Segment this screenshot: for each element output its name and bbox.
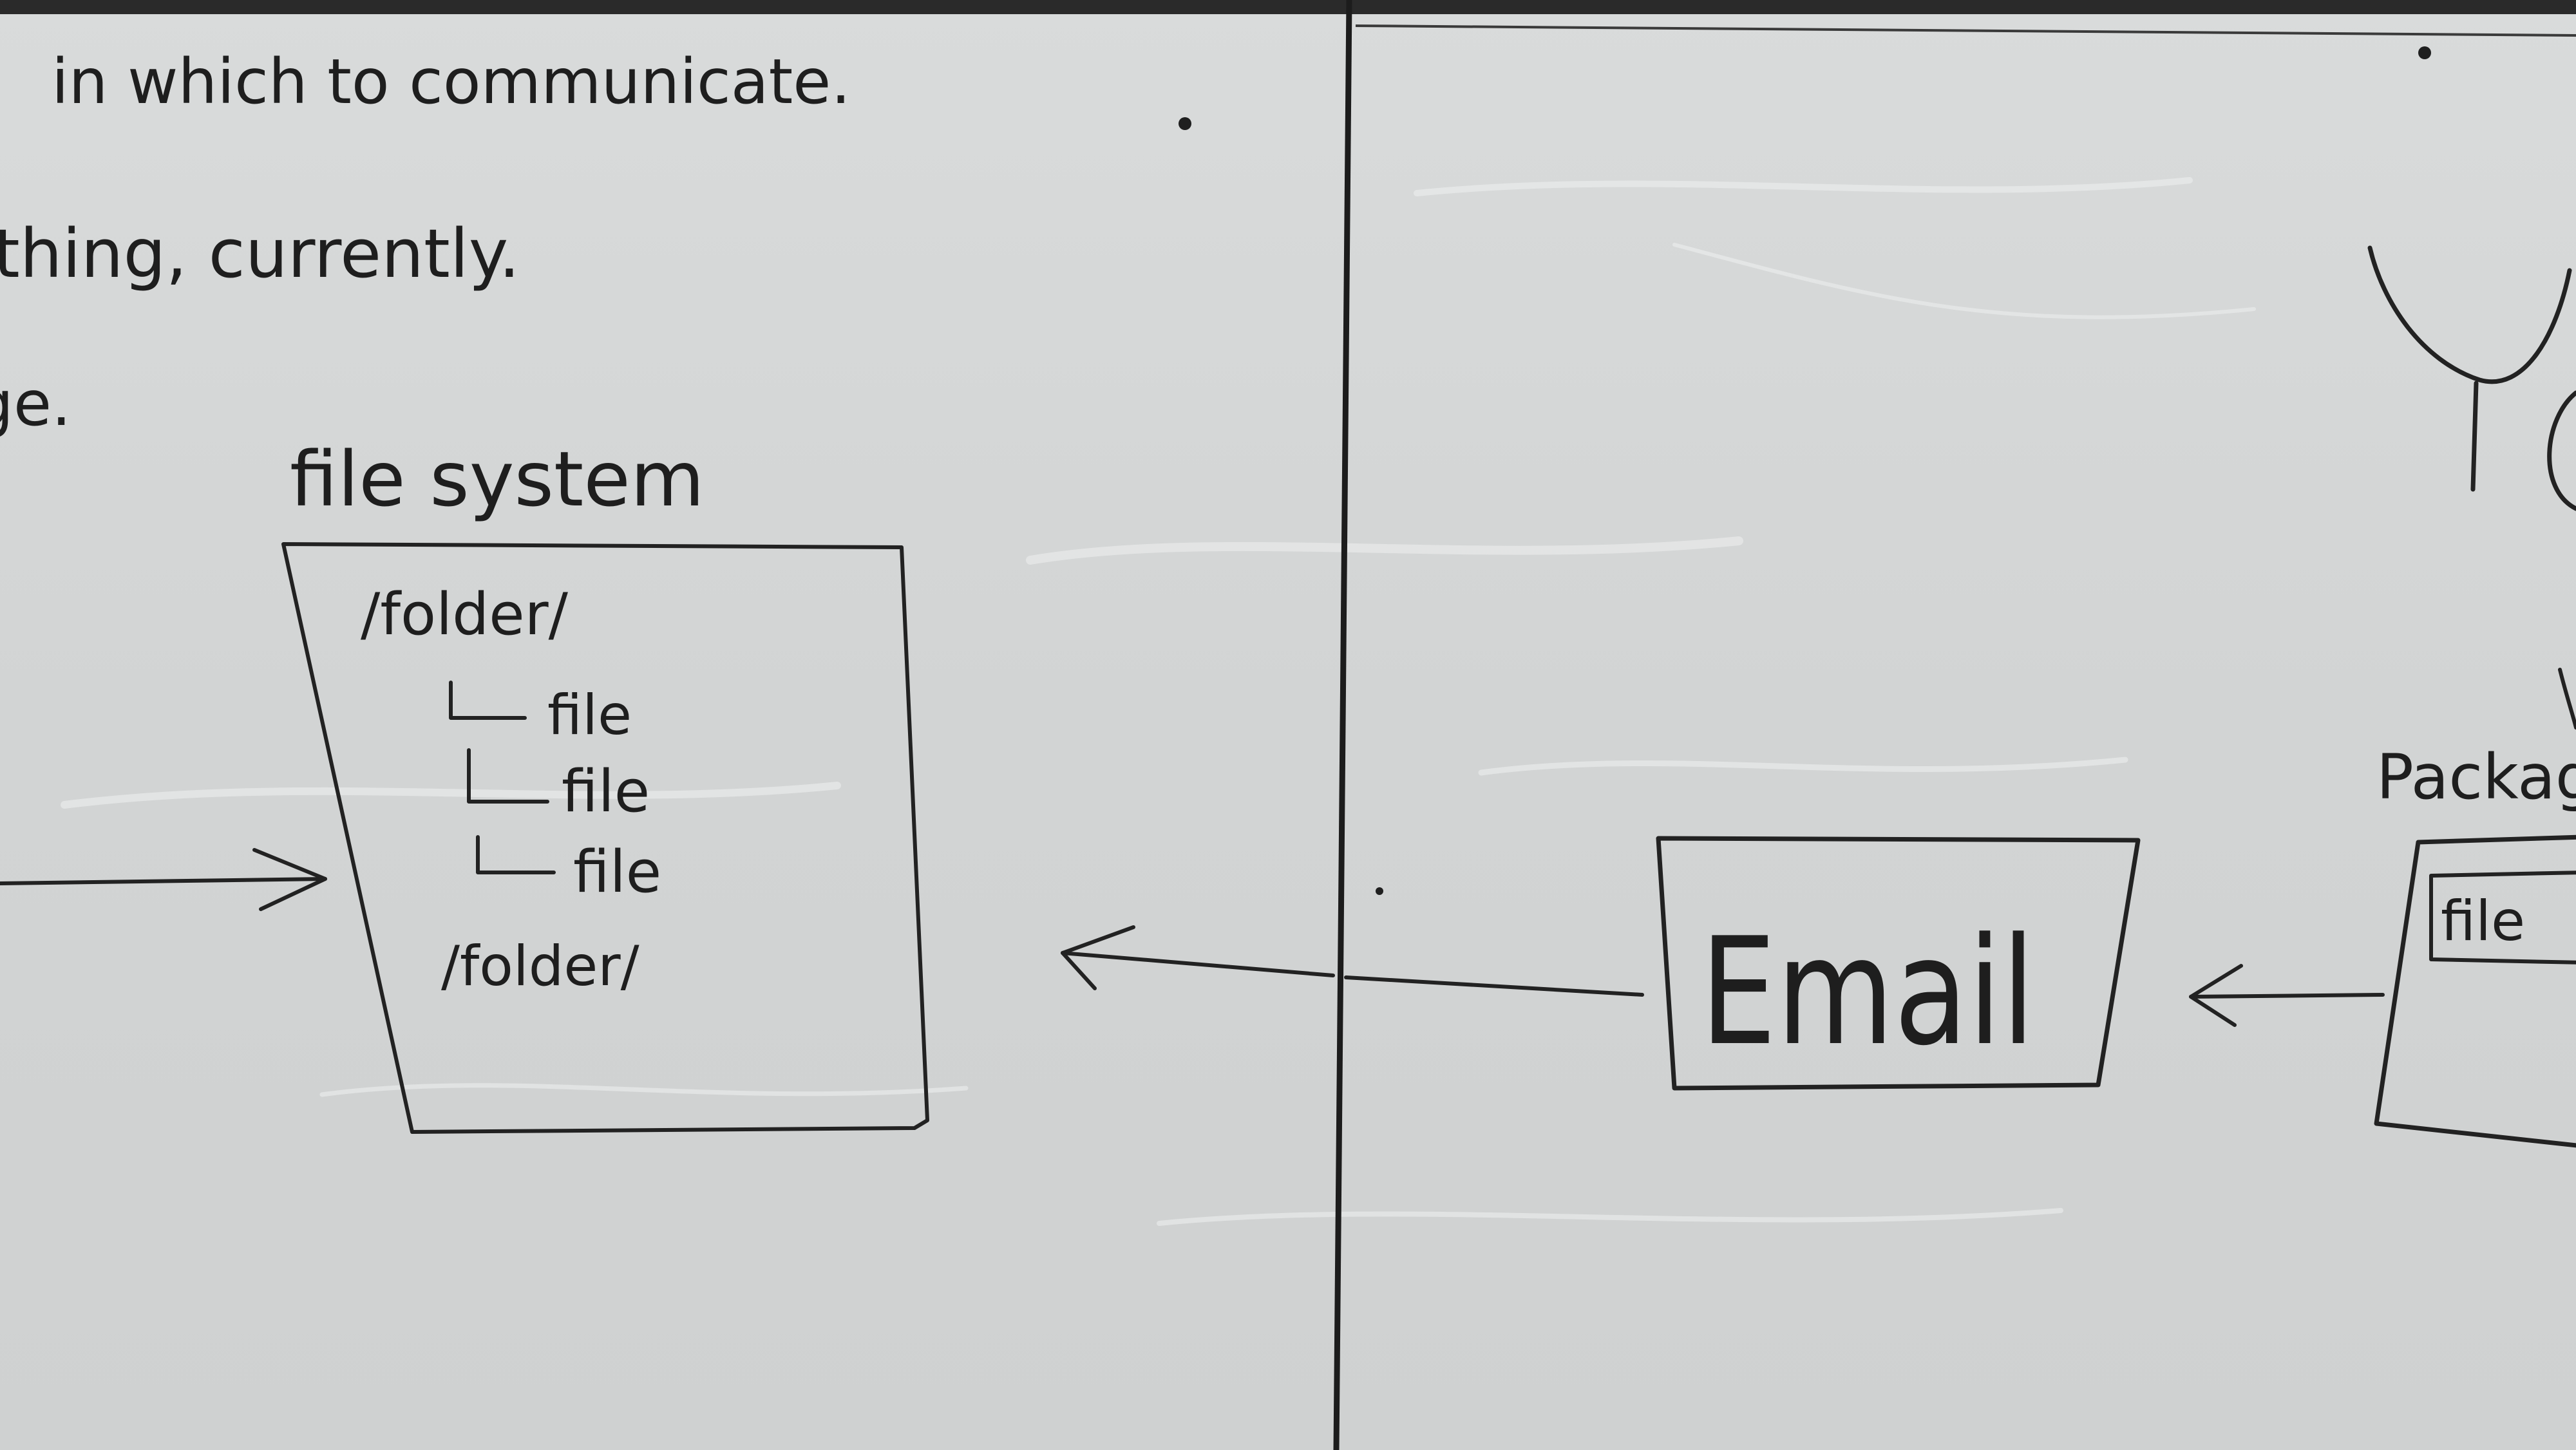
email-label: Email [1700, 907, 2035, 1078]
note-line-3: ge. [0, 368, 71, 440]
folder-top-label: /folder/ [361, 581, 569, 648]
email-box: Email [1656, 836, 2141, 1091]
note-line-2: thing, currently. [0, 214, 520, 293]
note-line-1: in which to communicate. [52, 46, 851, 118]
filesystem-diagram: file system /folder/ file file file /fol… [281, 435, 929, 1134]
incoming-arrow [0, 848, 327, 911]
package-to-email-arrow [2189, 964, 2385, 1027]
file-entry-2: file [562, 758, 650, 825]
package-diagram: Package file [2374, 741, 2576, 1148]
tree-branch-1 [449, 681, 527, 720]
package-title: Package [2376, 741, 2576, 813]
package-box [2374, 834, 2576, 1148]
file-entry-3: file [573, 838, 661, 906]
partial-sketch [2367, 245, 2576, 730]
eraser-smudges [61, 177, 2256, 1226]
email-to-filesystem-arrow [1061, 925, 1644, 997]
filesystem-box [281, 542, 929, 1134]
tree-branch-3 [476, 835, 556, 874]
filesystem-title: file system [290, 435, 705, 523]
file-entry-1: file [547, 683, 632, 748]
tree-branch-2 [467, 748, 549, 804]
package-file-label: file [2441, 889, 2525, 954]
folder-bottom-label: /folder/ [441, 934, 639, 999]
notes-block: in which to communicate. thing, currentl… [0, 46, 851, 440]
package-file-box [2429, 871, 2576, 965]
